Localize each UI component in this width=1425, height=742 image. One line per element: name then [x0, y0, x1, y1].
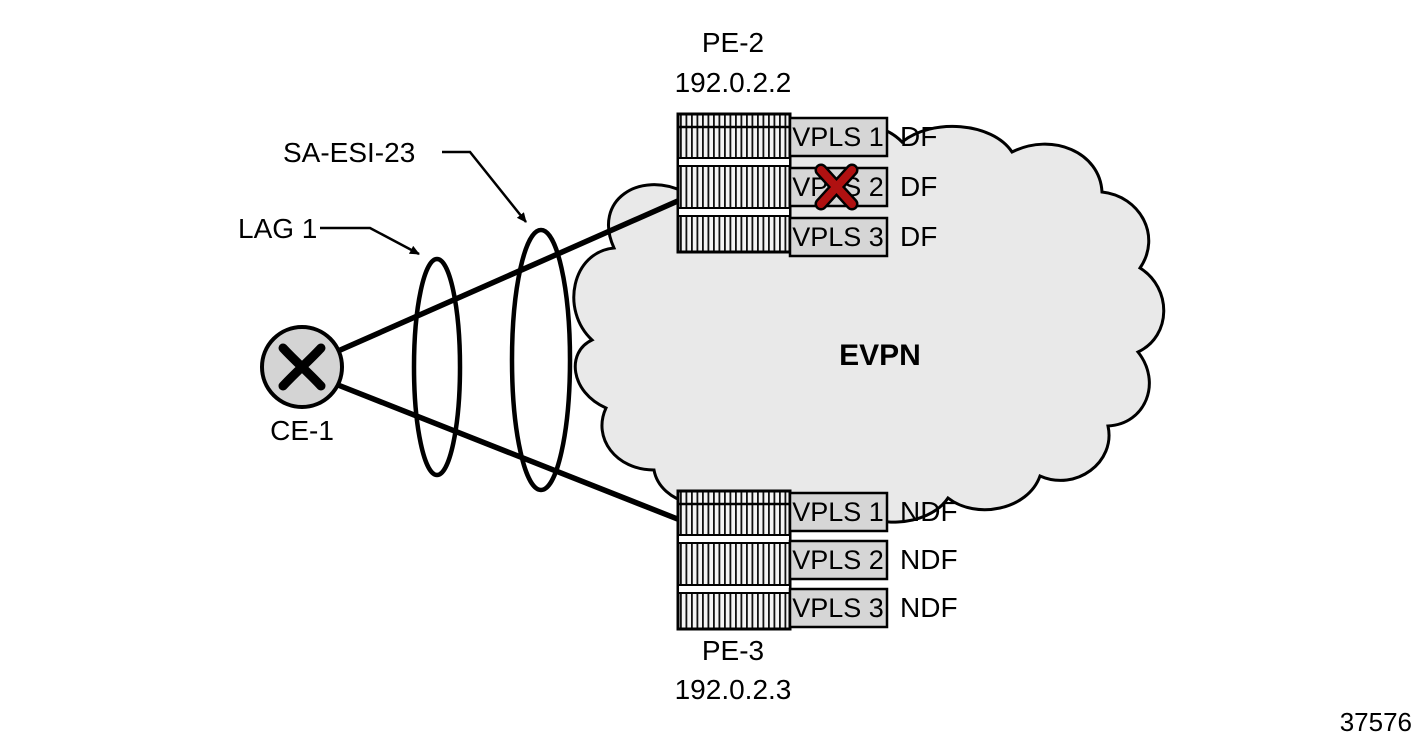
evpn-label: EVPN: [839, 339, 921, 372]
pe3-node: VPLS 1 NDF VPLS 2 NDF VPLS 3 NDF PE-3 19…: [675, 489, 958, 705]
pe3-ip: 192.0.2.3: [675, 674, 792, 705]
pe3-vpls-3: VPLS 3 NDF: [788, 587, 958, 629]
pe2-ip: 192.0.2.2: [675, 67, 792, 98]
pe2-vpls-3-label: VPLS 3: [792, 222, 884, 252]
pe3-vpls-2: VPLS 2 NDF: [788, 539, 958, 581]
esi-label: SA-ESI-23: [283, 137, 415, 168]
pe3-router-icon: [676, 489, 792, 631]
pe2-vpls-3-box: [788, 216, 889, 258]
pe3-vpls-1-box: [788, 491, 889, 533]
pe2-vpls-1-role: DF: [900, 121, 937, 152]
pe3-vpls-2-box: [788, 539, 889, 581]
link-ce1-pe3: [336, 382, 682, 523]
ce1-label: CE-1: [270, 415, 334, 446]
failure-x-icon: [814, 163, 859, 211]
pe2-vpls-1: VPLS 1 DF: [788, 116, 937, 158]
ce1-cross-icon: [278, 343, 326, 391]
ce1-node: CE-1: [260, 325, 344, 446]
pe3-vpls-1: VPLS 1 NDF: [788, 491, 958, 533]
esi-pointer-arrow: [442, 150, 527, 223]
pe2-vpls-2: VPLS 2 DF: [788, 163, 937, 211]
pe2-vpls-3: VPLS 3 DF: [788, 216, 937, 258]
link-ce1-pe2: [336, 197, 682, 354]
pe2-vpls-1-box: [788, 116, 889, 158]
pe3-vpls-3-label: VPLS 3: [792, 593, 884, 623]
pe3-vpls-2-role: NDF: [900, 544, 958, 575]
pe3-vpls-1-label: VPLS 1: [792, 497, 884, 527]
pe3-vpls-1-role: NDF: [900, 496, 958, 527]
pe2-node: PE-2 192.0.2.2 VPLS 1 DF VPLS 2 DF: [675, 27, 937, 258]
pe3-name: PE-3: [702, 635, 764, 666]
pe2-name: PE-2: [702, 27, 764, 58]
esi-ellipse: [509, 227, 573, 493]
lag-pointer-arrow: [320, 226, 420, 256]
lag-label: LAG 1: [238, 213, 317, 244]
pe2-router-icon: [676, 112, 792, 254]
pe3-vpls-3-role: NDF: [900, 592, 958, 623]
pe2-vpls-2-role: DF: [900, 171, 937, 202]
pe3-vpls-3-box: [788, 587, 889, 629]
pe3-vpls-2-label: VPLS 2: [792, 545, 884, 575]
pe2-vpls-1-label: VPLS 1: [792, 122, 884, 152]
lag-ellipse: [411, 256, 463, 478]
pe2-vpls-3-role: DF: [900, 221, 937, 252]
figure-number: 37576: [1340, 707, 1412, 737]
